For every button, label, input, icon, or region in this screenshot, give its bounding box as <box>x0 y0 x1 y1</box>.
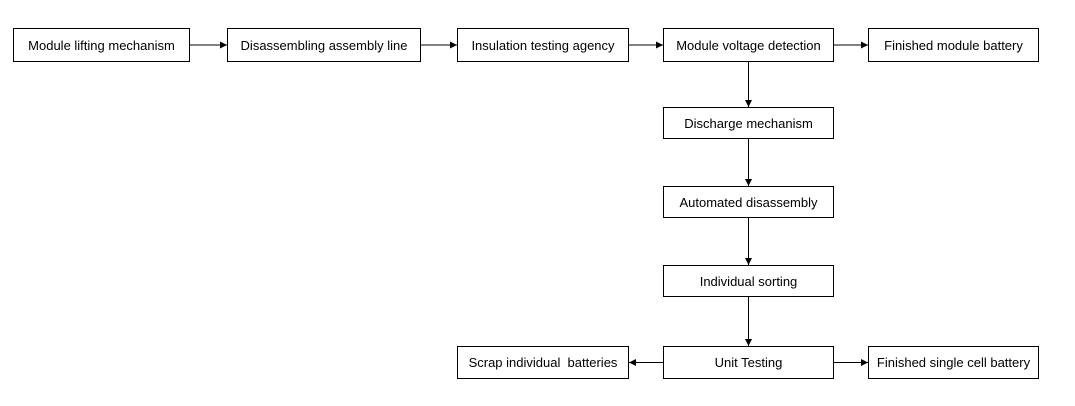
node-individual-sorting: Individual sorting <box>663 265 834 297</box>
node-module-voltage-detection: Module voltage detection <box>663 28 834 62</box>
node-disassembling-assembly-line: Disassembling assembly line <box>227 28 421 62</box>
node-module-lifting-mechanism: Module lifting mechanism <box>13 28 190 62</box>
node-finished-module-battery: Finished module battery <box>868 28 1039 62</box>
node-insulation-testing-agency: Insulation testing agency <box>457 28 629 62</box>
node-scrap-individual-batteries: Scrap individual batteries <box>457 346 629 379</box>
node-unit-testing: Unit Testing <box>663 346 834 379</box>
node-finished-single-cell-battery: Finished single cell battery <box>868 346 1039 379</box>
node-automated-disassembly: Automated disassembly <box>663 186 834 218</box>
node-discharge-mechanism: Discharge mechanism <box>663 107 834 139</box>
